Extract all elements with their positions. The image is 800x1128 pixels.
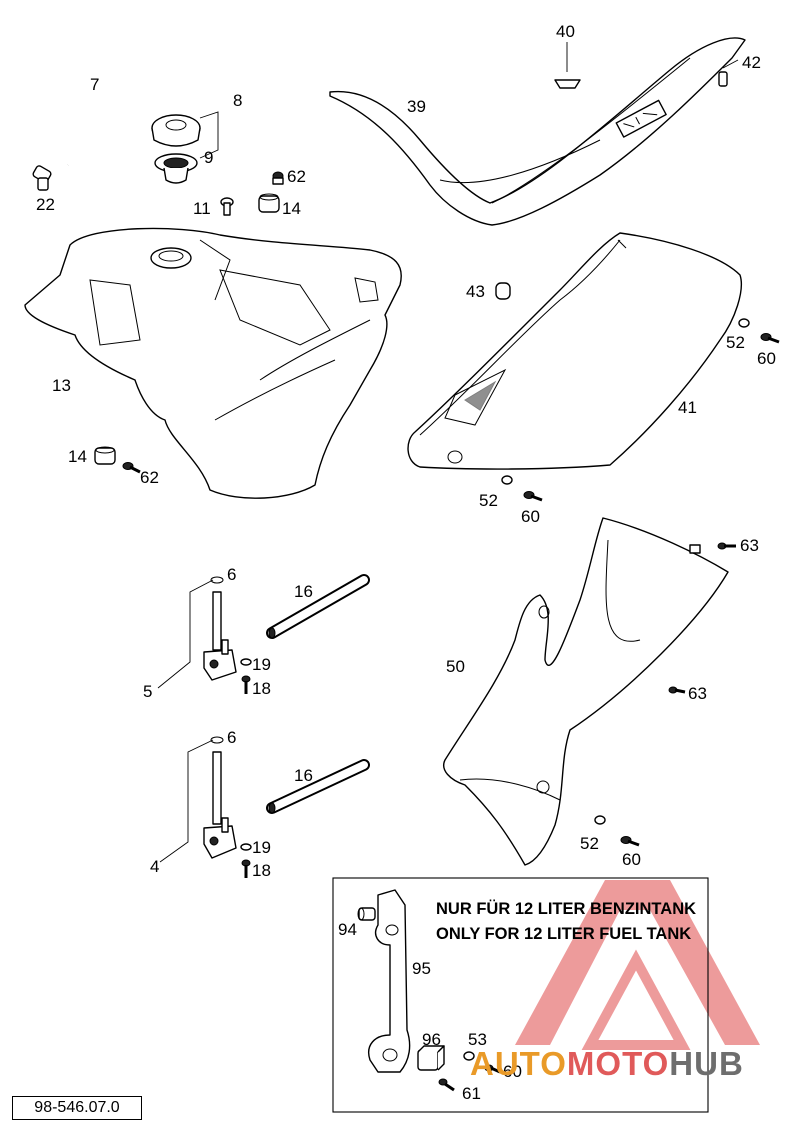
bolt-62-lower bbox=[122, 462, 141, 474]
label-63-b: 63 bbox=[688, 684, 707, 703]
reference-number: 98-546.07.0 bbox=[12, 1096, 142, 1120]
label-6-a: 6 bbox=[227, 565, 236, 584]
label-43: 43 bbox=[466, 282, 485, 301]
tank-cap-8 bbox=[151, 114, 201, 147]
label-39: 39 bbox=[407, 97, 426, 116]
fuel-tank-13 bbox=[24, 227, 402, 499]
spoiler-panel-50 bbox=[443, 517, 729, 866]
leader-8-9 bbox=[199, 111, 219, 159]
label-11: 11 bbox=[193, 199, 211, 218]
label-60-low: 60 bbox=[622, 850, 641, 869]
elbow-fitting-22 bbox=[32, 165, 52, 191]
label-62-low: 62 bbox=[140, 468, 159, 487]
label-95: 95 bbox=[412, 959, 431, 978]
oring-19-a bbox=[240, 658, 252, 666]
label-42: 42 bbox=[742, 53, 761, 72]
label-14-top: 14 bbox=[282, 199, 301, 218]
watermark-hub: HUB bbox=[669, 1045, 744, 1082]
label-60-mid: 60 bbox=[521, 507, 540, 526]
seat-39 bbox=[329, 37, 746, 226]
screw-61 bbox=[438, 1078, 455, 1092]
washer-52-top bbox=[738, 318, 750, 328]
screw-63-a bbox=[717, 542, 736, 550]
bushing-14 bbox=[258, 193, 280, 213]
label-60-inset: 60 bbox=[503, 1062, 522, 1081]
screw-63-b bbox=[668, 686, 686, 694]
screw-18-a bbox=[241, 675, 251, 694]
label-50: 50 bbox=[446, 657, 465, 676]
label-22: 22 bbox=[36, 195, 55, 214]
label-62-top: 62 bbox=[287, 167, 306, 186]
fuel-hose-7 bbox=[66, 66, 178, 166]
washer-52-low bbox=[594, 815, 606, 825]
label-16-b: 16 bbox=[294, 766, 313, 785]
label-52-top: 52 bbox=[726, 333, 745, 352]
label-40: 40 bbox=[556, 22, 575, 41]
nut-62 bbox=[272, 171, 284, 185]
label-52-low: 52 bbox=[580, 834, 599, 853]
inset-frame bbox=[332, 877, 709, 1113]
screw-60-mid bbox=[523, 491, 543, 502]
watermark-text: AUTOMOTOHUB bbox=[470, 1045, 744, 1083]
washer-53 bbox=[463, 1051, 475, 1061]
spacer-94 bbox=[357, 907, 376, 921]
label-4: 4 bbox=[150, 857, 159, 876]
rubber-block-96 bbox=[417, 1045, 445, 1071]
label-96: 96 bbox=[422, 1030, 441, 1049]
label-16-a: 16 bbox=[294, 582, 313, 601]
label-6-b: 6 bbox=[227, 728, 236, 747]
label-41: 41 bbox=[678, 398, 697, 417]
label-8: 8 bbox=[233, 91, 242, 110]
inset-note-de: NUR FÜR 12 LITER BENZINTANK bbox=[436, 899, 696, 918]
cap-gasket-9 bbox=[154, 153, 198, 184]
watermark-auto: AUTO bbox=[470, 1045, 567, 1082]
label-94: 94 bbox=[338, 920, 357, 939]
inset-note-en: ONLY FOR 12 LITER FUEL TANK bbox=[436, 925, 691, 943]
watermark-moto: MOTO bbox=[566, 1045, 670, 1082]
grommet-43 bbox=[495, 282, 511, 300]
screw-60-low bbox=[620, 836, 640, 847]
seat-bolt-42 bbox=[718, 59, 739, 87]
screw-18-b bbox=[241, 859, 251, 878]
label-9: 9 bbox=[204, 148, 213, 167]
label-5: 5 bbox=[143, 682, 152, 701]
side-panel-41 bbox=[407, 232, 742, 470]
bushing-14-lower bbox=[94, 446, 116, 465]
label-19-b: 19 bbox=[252, 838, 271, 857]
label-18-a: 18 bbox=[252, 679, 271, 698]
oring-19-b bbox=[240, 843, 252, 851]
hose-16-b bbox=[266, 759, 370, 814]
washer-52-mid bbox=[501, 475, 513, 485]
label-63-a: 63 bbox=[740, 536, 759, 555]
label-7: 7 bbox=[90, 75, 99, 94]
screw-60-top bbox=[760, 333, 780, 344]
leader-group-5 bbox=[157, 579, 214, 689]
label-61: 61 bbox=[462, 1084, 481, 1103]
hose-16-a bbox=[266, 574, 370, 639]
watermark-logo bbox=[515, 880, 760, 1050]
screw-11 bbox=[220, 197, 234, 216]
screw-60-inset bbox=[484, 1064, 501, 1074]
label-13: 13 bbox=[52, 376, 71, 395]
bracket-95 bbox=[368, 889, 411, 1073]
leader-group-4 bbox=[159, 739, 214, 863]
part-labels: 7 8 9 22 62 11 14 39 40 42 43 52 60 13 4… bbox=[36, 22, 776, 1103]
label-18-b: 18 bbox=[252, 861, 271, 880]
fuel-tap-4 bbox=[203, 736, 237, 859]
label-52-mid: 52 bbox=[479, 491, 498, 510]
label-14-low: 14 bbox=[68, 447, 87, 466]
fuel-tap-5 bbox=[203, 576, 237, 681]
label-60-top: 60 bbox=[757, 349, 776, 368]
label-19-a: 19 bbox=[252, 655, 271, 674]
label-53: 53 bbox=[468, 1030, 487, 1049]
